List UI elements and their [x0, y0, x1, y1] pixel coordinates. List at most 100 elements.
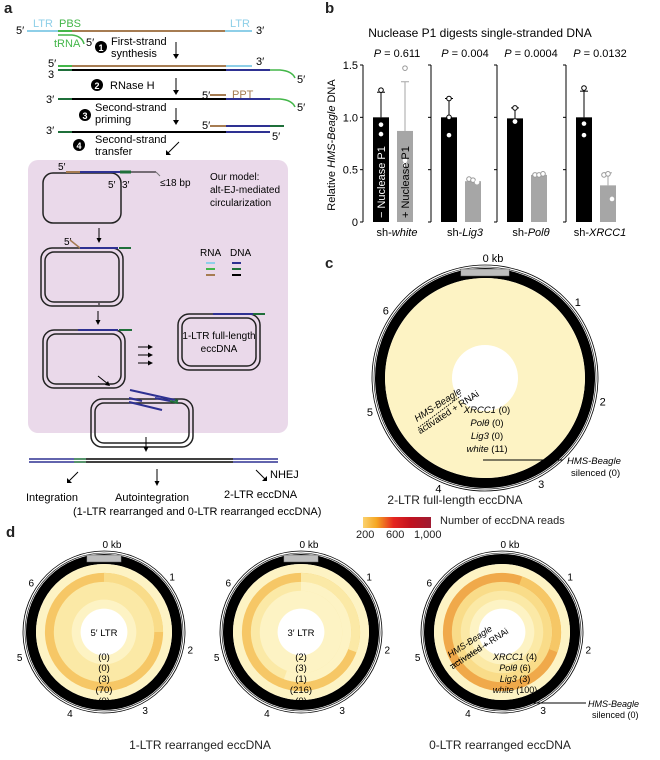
colorbar	[363, 517, 431, 528]
ring-count: (1)	[295, 674, 307, 685]
bar-minus	[576, 117, 592, 222]
ltr-dna	[154, 397, 171, 402]
ring-gene: Lig3	[500, 674, 517, 684]
ring-count: (3)	[98, 674, 110, 685]
zero-kb-label: 0 kb	[103, 540, 122, 551]
ring-gene: XRCC1	[463, 405, 496, 416]
label-5prime: 5′	[297, 102, 305, 114]
label-3prime: 3′	[46, 125, 54, 137]
kb-tick-label: 5	[415, 653, 421, 664]
ring-count: (0)	[496, 405, 510, 416]
kb-tick-label: 4	[264, 709, 270, 720]
center-hole	[478, 608, 526, 656]
kb-tick-label: 5	[214, 653, 220, 664]
bar-plus	[465, 181, 481, 222]
ltr-dna	[128, 397, 143, 402]
circle-4	[90, 398, 194, 448]
p-value-label: P = 0.0004	[504, 48, 558, 60]
two-ltr-label: 2-LTR eccDNA	[224, 489, 298, 501]
ltr-left-label: LTR	[33, 18, 53, 30]
step-4-line2: transfer	[95, 146, 133, 158]
model-line3: circularization	[210, 198, 271, 209]
arrow-head	[95, 320, 101, 325]
colorbar-title: Number of eccDNA reads	[440, 515, 565, 527]
heat-arc	[103, 572, 164, 633]
kb-tick-label: 1	[366, 572, 372, 583]
kb-tick-label: 3	[339, 706, 345, 717]
arrow-head	[96, 238, 102, 243]
outer-ring	[373, 266, 597, 490]
kb-tick-label: 1	[567, 572, 573, 583]
model-box	[28, 160, 288, 433]
chart-title: Nuclease P1 digests single-stranded DNA	[368, 26, 591, 40]
group-label-gene: XRCC1	[588, 227, 626, 239]
ppt-rna	[69, 239, 81, 249]
silenced-line1: HMS-Beagle	[567, 456, 621, 467]
arrow-head	[173, 90, 179, 95]
group-label-gene: Lig3	[462, 227, 484, 239]
group-label: sh-XRCC1	[574, 227, 627, 239]
p-symbol: P	[573, 48, 581, 60]
model-line1: Our model:	[210, 172, 259, 183]
ltr-dna	[128, 401, 163, 411]
data-point	[402, 162, 408, 167]
y-tick-label: 1.0	[343, 112, 358, 124]
kb-tick-label: 2	[600, 397, 606, 409]
p-value-label: P = 0.611	[374, 48, 421, 60]
ring-count: (0)	[98, 663, 110, 674]
caption-2ltr: 2-LTR full-length eccDNA	[387, 493, 523, 507]
zero-kb-label: 0 kb	[483, 253, 504, 265]
label-3prime: 3′	[256, 56, 264, 68]
product-line1: 1-LTR full-length	[182, 331, 255, 342]
ring-count: (11)	[489, 444, 508, 455]
pbs-dna	[174, 399, 179, 402]
step-1-line2: synthesis	[111, 48, 157, 60]
p-value: = 0.0004	[512, 48, 558, 60]
p-symbol: P	[374, 48, 382, 60]
label-3prime: 3′	[46, 94, 54, 106]
ring-label: Polθ (0)	[470, 418, 503, 429]
data-point	[378, 87, 384, 93]
panel-letter-d: d	[6, 524, 16, 541]
step-1-number: 1	[99, 43, 104, 53]
heat-arc	[300, 572, 361, 653]
ltr-right-label: LTR	[230, 18, 250, 30]
center-label: 5′ LTR	[91, 628, 118, 639]
silenced-line2: silenced (0)	[571, 468, 620, 479]
kb-tick-label: 3	[540, 706, 546, 717]
kb-tick-label: 2	[187, 645, 193, 656]
legend-dna-label: DNA	[230, 248, 251, 259]
group-label-gene: white	[392, 227, 418, 239]
arrow-head	[105, 381, 110, 386]
group-label-prefix: sh-	[574, 227, 590, 239]
data-point	[446, 95, 452, 102]
arrow-diag	[167, 141, 180, 154]
group-label: sh-Polθ	[512, 227, 549, 239]
activated-divider	[449, 642, 491, 667]
kb-tick-label: 5	[367, 407, 373, 419]
outer-ring	[22, 550, 186, 714]
data-point	[581, 121, 587, 126]
data-point	[446, 114, 452, 121]
kb-tick-label: 1	[169, 572, 175, 583]
panel-letter-c: c	[325, 255, 334, 272]
silenced-line2: silenced (0)	[592, 710, 639, 720]
heat-arc	[283, 581, 352, 683]
y-axis-label-italic: HMS-Beagle	[326, 106, 338, 168]
zero-kb-label: 0 kb	[300, 540, 319, 551]
center-hole	[80, 608, 128, 656]
data-point	[402, 157, 408, 163]
step-4-line1: Second-strand	[95, 134, 167, 146]
ring-label: XRCC1 (0)	[463, 405, 510, 416]
kb-tick-label: 3	[538, 479, 544, 491]
genome-ring	[424, 554, 580, 710]
ring-count: (2)	[295, 652, 307, 663]
bar-minus	[507, 118, 523, 222]
kb-tick-label: 4	[465, 709, 471, 720]
step-1-line1: First-strand	[111, 36, 167, 48]
p-value: = 0.004	[449, 48, 489, 60]
center-label: 3′ LTR	[288, 628, 315, 639]
